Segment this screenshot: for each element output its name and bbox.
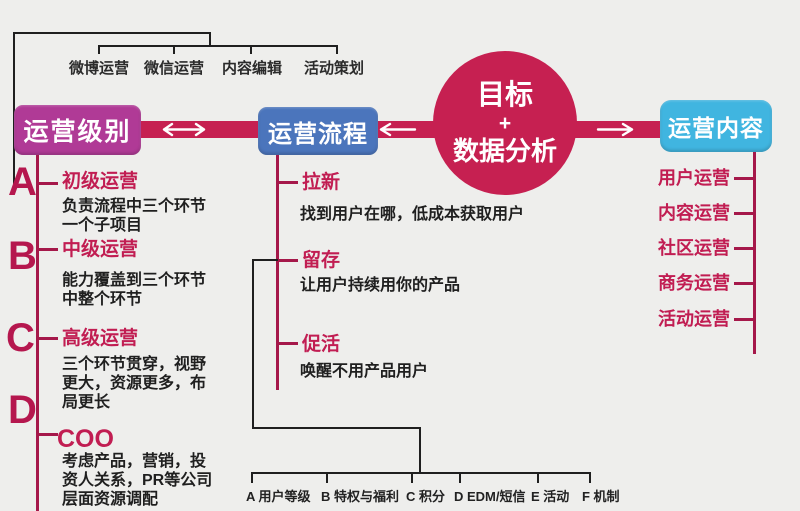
bottom-label-edm-sms: D EDM/短信 xyxy=(454,489,526,504)
bottom-bracket-tick-1 xyxy=(251,472,253,483)
goal-plus-sign: + xyxy=(498,112,512,136)
top-bracket-tick-4 xyxy=(336,45,338,54)
node-goal-data-analysis: 目标 + 数据分析 xyxy=(433,51,577,195)
node-operation-content: 运营内容 xyxy=(660,100,772,152)
process-title-activation: 促活 xyxy=(302,334,341,355)
top-connector-drop xyxy=(209,32,211,47)
level-title-junior: 初级运营 xyxy=(62,171,139,192)
process-title-retention: 留存 xyxy=(302,250,341,271)
process-tick-activate xyxy=(279,342,298,345)
level-letter-d: D xyxy=(8,388,37,432)
bottom-label-user-tiers: A 用户等级 xyxy=(246,489,311,504)
content-tick-business xyxy=(734,282,753,285)
node-operation-process: 运营流程 xyxy=(258,107,378,155)
top-connector-elbow-to-a xyxy=(13,184,26,186)
retention-branch-horizontal xyxy=(252,259,278,261)
content-label-business-ops: 商务运营 xyxy=(658,273,730,293)
process-tick-retain xyxy=(279,259,298,262)
level-desc-junior: 负责流程中三个环节 一个子项目 xyxy=(62,198,207,234)
level-title-mid: 中级运营 xyxy=(62,239,139,260)
top-bracket-horizontal xyxy=(98,45,338,47)
level-desc-mid: 能力覆盖到三个环节 中整个环节 xyxy=(62,272,207,308)
goal-subtitle: 数据分析 xyxy=(452,136,557,167)
process-desc-acquisition: 找到用户在哪，低成本获取用户 xyxy=(300,206,525,223)
levels-tick-d xyxy=(38,433,58,436)
bottom-bracket-tick-5 xyxy=(537,472,539,483)
bottom-bracket-tick-3 xyxy=(411,472,413,483)
bottom-bracket-horizontal xyxy=(251,472,591,474)
content-tick-content xyxy=(734,212,753,215)
content-label-community-ops: 社区运营 xyxy=(658,238,730,258)
top-bracket-tick-2 xyxy=(173,45,175,54)
levels-rail xyxy=(36,155,39,511)
goal-title: 目标 xyxy=(476,78,533,110)
process-title-acquisition: 拉新 xyxy=(302,172,341,193)
process-desc-activation: 唤醒不用产品用户 xyxy=(300,363,429,380)
content-rail xyxy=(753,152,756,354)
content-tick-community xyxy=(734,247,753,250)
retention-branch-vertical xyxy=(252,259,254,428)
bottom-label-mechanism: F 机制 xyxy=(582,489,620,504)
bottom-bracket-tick-2 xyxy=(326,472,328,483)
bottom-bracket-tick-6 xyxy=(589,472,591,483)
bottom-connector-drop xyxy=(419,427,421,474)
process-rail xyxy=(276,155,279,390)
bottom-label-points: C 积分 xyxy=(406,489,446,504)
branch-label-content-editing: 内容编辑 xyxy=(221,60,282,77)
left-arrow-icon xyxy=(379,122,417,137)
branch-label-weibo-ops: 微博运营 xyxy=(68,60,129,77)
bottom-label-privileges-benefits: B 特权与福利 xyxy=(321,489,400,504)
level-desc-coo: 考虑产品，营销，投 资人关系，PR等公司 层面资源调配 xyxy=(62,453,213,508)
node-operation-levels: 运营级别 xyxy=(14,105,141,155)
levels-tick-b xyxy=(38,248,58,251)
top-bracket-tick-1 xyxy=(98,45,100,54)
level-title-coo: COO xyxy=(57,425,114,453)
bottom-bracket-tick-4 xyxy=(459,472,461,483)
level-title-senior: 高级运营 xyxy=(62,328,139,349)
double-arrow-icon xyxy=(162,122,206,137)
content-label-user-ops: 用户运营 xyxy=(658,168,730,188)
top-bracket-tick-3 xyxy=(250,45,252,54)
level-letter-a: A xyxy=(8,160,37,204)
process-desc-retention: 让用户持续用你的产品 xyxy=(300,277,461,294)
level-desc-senior: 三个环节贯穿，视野 更大，资源更多，布 局更长 xyxy=(62,356,207,411)
levels-tick-a xyxy=(38,182,58,185)
bottom-label-activities: E 活动 xyxy=(531,489,570,504)
content-label-event-ops: 活动运营 xyxy=(658,309,730,329)
levels-tick-c xyxy=(38,337,58,340)
process-tick-pull xyxy=(279,181,298,184)
top-connector-horizontal xyxy=(13,32,211,34)
branch-label-wechat-ops: 微信运营 xyxy=(143,60,204,77)
content-label-content-ops: 内容运营 xyxy=(658,203,730,223)
content-tick-event xyxy=(734,318,753,321)
level-letter-c: C xyxy=(6,316,35,360)
bottom-connector-horizontal xyxy=(252,427,420,429)
content-tick-user xyxy=(734,177,753,180)
right-arrow-icon xyxy=(596,122,634,137)
branch-label-event-planning: 活动策划 xyxy=(303,60,364,77)
level-letter-b: B xyxy=(8,234,37,278)
